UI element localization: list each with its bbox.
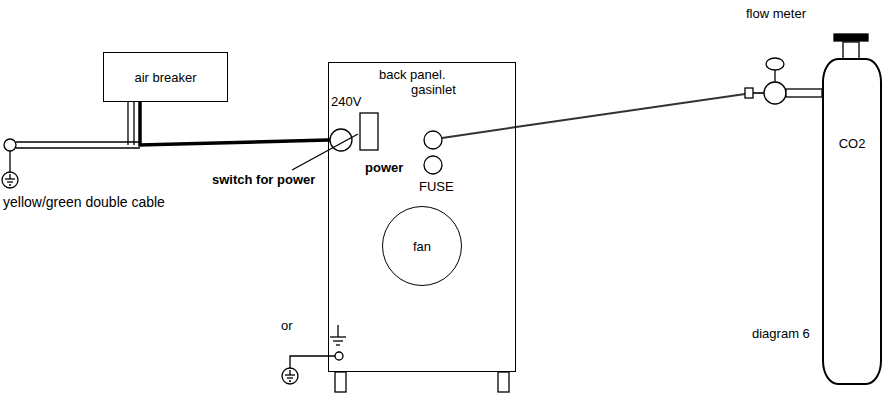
- node-text: 240V: [331, 94, 361, 109]
- fuse-holder: [424, 156, 442, 174]
- cylinder-valve: [843, 42, 859, 59]
- cylinder-handwheel: [834, 34, 868, 41]
- earth-cable: [16, 147, 140, 148]
- node-text: FUSE: [419, 179, 454, 194]
- flow-meter-valve: [745, 88, 753, 98]
- ground-symbol: [289, 370, 290, 375]
- breaker-wire: [127, 102, 128, 145]
- node-text: air breaker: [134, 70, 196, 85]
- machine-housing: back panel.gasinlet 240V powerFUSE fan: [328, 62, 516, 372]
- ground-symbol: [333, 340, 343, 341]
- ground-symbol: [7, 181, 13, 182]
- earth-wire: [9, 151, 10, 172]
- regulator-pipe: [786, 89, 822, 97]
- breaker-box: air breaker: [103, 52, 228, 102]
- fan-circle: fan: [382, 206, 462, 286]
- power-switch: [360, 113, 378, 150]
- label-text: yellow/green double cable: [3, 195, 165, 210]
- machine-leg: [498, 372, 509, 392]
- ground-terminal: [335, 352, 343, 360]
- flow-meter-body: [764, 82, 786, 104]
- label-text: switch for power: [212, 172, 315, 187]
- ground-symbol: [337, 325, 338, 337]
- node-text: CO2: [839, 136, 866, 151]
- ground-symbol: [5, 178, 15, 179]
- power-cable: [140, 102, 328, 145]
- gas-tube: [442, 127, 516, 138]
- ground-symbol: [287, 377, 293, 378]
- ground-symbol: [289, 380, 291, 381]
- earth-cable: [16, 141, 140, 142]
- cable-terminal: [4, 139, 16, 151]
- gas-inlet: [424, 131, 442, 149]
- label-text: diagram 6: [752, 326, 810, 341]
- ground-symbol: [285, 374, 295, 375]
- node-text: power: [365, 160, 403, 175]
- ground-circle: [2, 172, 18, 188]
- leader-line: [292, 134, 358, 170]
- ground-symbol: [336, 344, 340, 345]
- node-text: back panel.: [379, 67, 446, 82]
- label-text: or: [281, 318, 293, 333]
- machine-leg: [335, 372, 346, 392]
- node-text: gasinlet: [411, 82, 456, 97]
- ground-circle: [282, 368, 298, 384]
- breaker-wire: [133, 102, 134, 145]
- ground-symbol: [330, 336, 346, 337]
- ground-symbol: [9, 174, 10, 179]
- label-text: flow meter: [746, 6, 806, 21]
- flow-meter-stem: [774, 70, 775, 82]
- flow-meter-knob: [766, 58, 784, 70]
- node-text: fan: [413, 239, 431, 254]
- gas-cylinder: CO2: [822, 58, 882, 385]
- ground-symbol: [9, 184, 11, 185]
